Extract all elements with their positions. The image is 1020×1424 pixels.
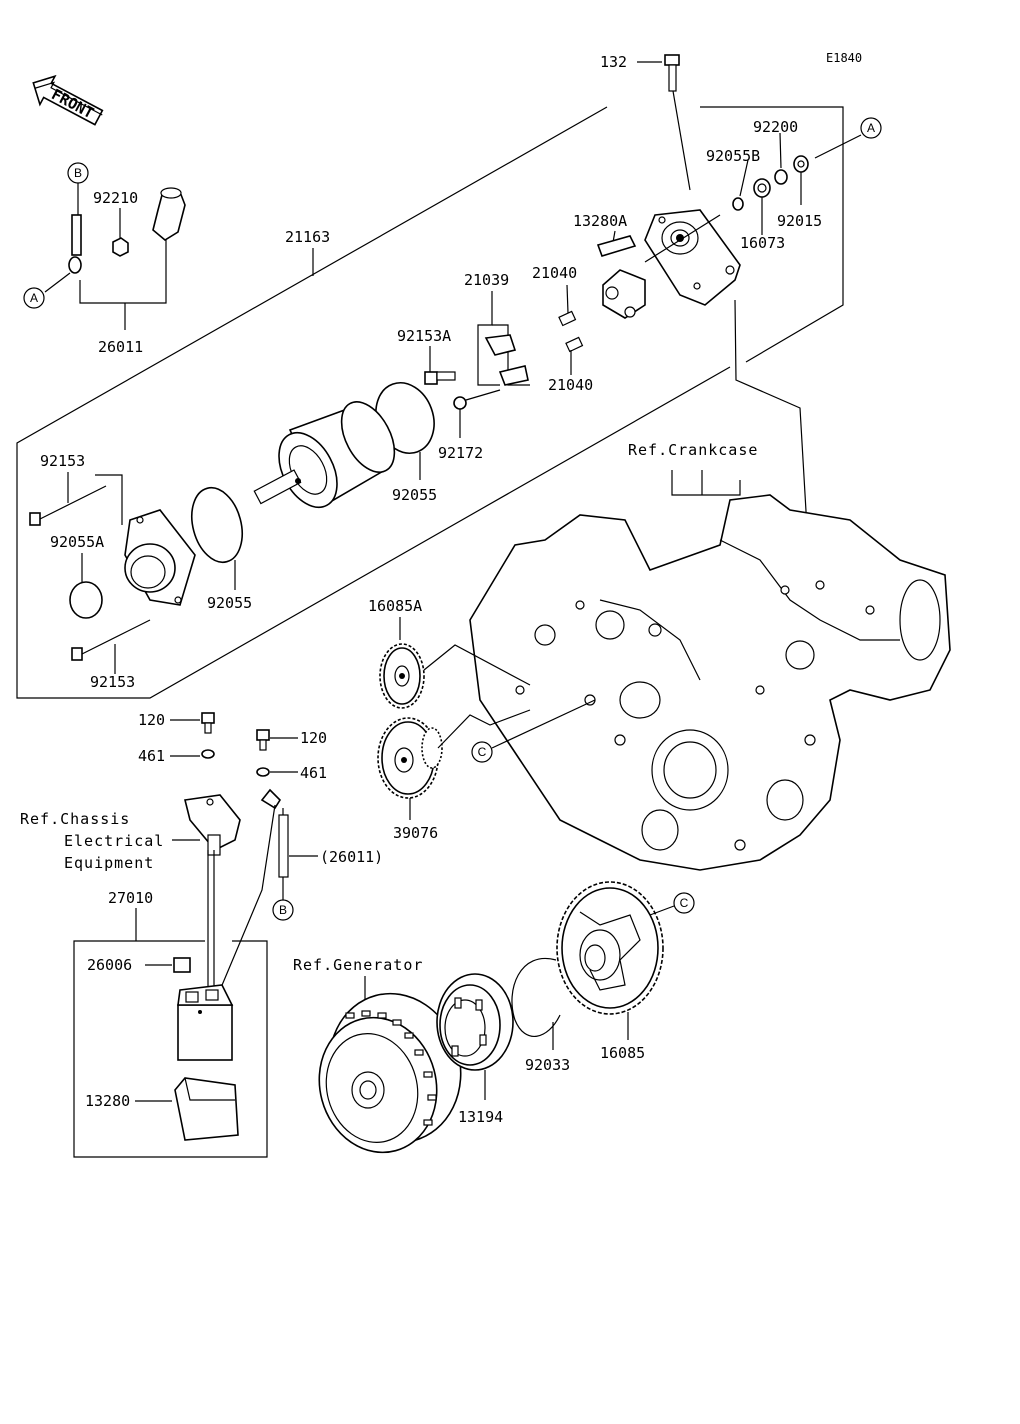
label-92055A: 92055A	[50, 533, 104, 551]
label-92055B: 92055B	[706, 147, 760, 165]
circlip-92033	[511, 957, 561, 1038]
front-arrow-icon: FRONT	[32, 74, 104, 126]
label-16085A: 16085A	[368, 597, 422, 615]
label-21039: 21039	[464, 271, 509, 289]
oring-92055A	[69, 581, 103, 619]
cable-terminal-lower	[260, 788, 282, 810]
callout-c-bot	[673, 892, 695, 914]
label-16085: 16085	[600, 1044, 645, 1062]
label-13280A: 13280A	[573, 212, 627, 230]
label-120-right: 120	[300, 729, 327, 747]
washer-461-right	[256, 767, 270, 777]
label-92015: 92015	[777, 212, 822, 230]
label-92153A: 92153A	[397, 327, 451, 345]
callout-a-top-text: A	[867, 121, 875, 135]
label-92055-top: 92055	[392, 486, 437, 504]
front-label: FRONT	[49, 85, 97, 122]
fuse-26006	[173, 957, 191, 973]
brush-holder	[602, 214, 721, 319]
crankcase-illustration	[469, 494, 951, 871]
starter-end-cover	[644, 209, 741, 306]
spring-21040-top	[558, 310, 577, 327]
label-92210: 92210	[93, 189, 138, 207]
label-26006: 26006	[87, 956, 132, 974]
starter-assembly-frame-right	[700, 106, 844, 363]
label-92033: 92033	[525, 1056, 570, 1074]
label-461-right: 461	[300, 764, 327, 782]
generator-flywheel	[318, 992, 462, 1154]
starter-assembly-frame	[16, 106, 731, 699]
bolt-120-left	[201, 712, 215, 724]
oring-92055-mid	[191, 486, 243, 564]
brush-plate-13280A	[596, 235, 637, 257]
label-27010: 27010	[108, 889, 153, 907]
ref-generator: Ref.Generator	[293, 956, 423, 974]
callout-a-top	[860, 117, 882, 139]
label-26011-paren: (26011)	[320, 848, 383, 866]
starter-relay	[177, 984, 234, 1061]
label-13194: 13194	[458, 1108, 503, 1126]
oring-92055B	[732, 197, 744, 211]
starter-clutch-13194	[436, 973, 514, 1071]
ref-chassis-line1: Ref.Chassis	[20, 810, 130, 828]
frame-connector	[734, 299, 811, 581]
label-132: 132	[600, 53, 627, 71]
brush-upper	[484, 334, 517, 356]
relay-cover-13280	[174, 1077, 239, 1141]
label-21040-bot: 21040	[548, 376, 593, 394]
bolt-132	[637, 54, 691, 191]
ref-chassis-line3: Equipment	[64, 854, 154, 872]
callout-a-left-text: A	[30, 291, 38, 305]
label-39076: 39076	[393, 824, 438, 842]
relay-assembly-box	[73, 940, 268, 1158]
callout-c-bot-text: C	[680, 896, 689, 910]
label-92153-top: 92153	[40, 452, 85, 470]
bolt-92153-bot	[71, 647, 83, 661]
callout-b-top-text: B	[74, 166, 82, 180]
starter-front-cover	[124, 509, 196, 606]
ref-chassis-line2: Electrical	[64, 832, 164, 850]
label-92172: 92172	[438, 444, 483, 462]
gear-16085	[556, 881, 664, 1015]
starter-yoke	[253, 401, 396, 509]
label-13280: 13280	[85, 1092, 130, 1110]
bolt-92153A	[424, 371, 438, 385]
callout-c-mid	[471, 741, 493, 763]
nut-92210	[112, 237, 129, 257]
brush-lower	[498, 365, 529, 386]
label-92200: 92200	[753, 118, 798, 136]
terminal-cap	[152, 187, 186, 241]
label-21040-top: 21040	[532, 264, 577, 282]
callout-b-bot	[272, 899, 294, 921]
callout-b-bot-text: B	[279, 903, 287, 917]
washer-461-left	[201, 749, 215, 759]
gear-39076	[377, 717, 443, 799]
screw-92172	[453, 396, 467, 410]
label-16073: 16073	[740, 234, 785, 252]
label-461-left: 461	[138, 747, 165, 765]
bolt-120-right	[256, 729, 270, 741]
label-26011: 26011	[98, 338, 143, 356]
callout-a-left	[23, 287, 45, 309]
label-21163: 21163	[285, 228, 330, 246]
relay-bracket	[184, 794, 241, 856]
label-120-left: 120	[138, 711, 165, 729]
callout-c-mid-text: C	[478, 745, 487, 759]
bolt-92153-top	[29, 512, 41, 526]
washer-92200	[774, 169, 788, 185]
cable-terminal	[71, 214, 82, 256]
spring-21040-bot	[565, 336, 584, 353]
label-92055-mid: 92055	[207, 594, 252, 612]
ref-crankcase: Ref.Crankcase	[628, 441, 758, 459]
label-92153-bot: 92153	[90, 673, 135, 691]
gear-16085A	[379, 643, 425, 709]
diagram-code: E1840	[826, 51, 862, 65]
